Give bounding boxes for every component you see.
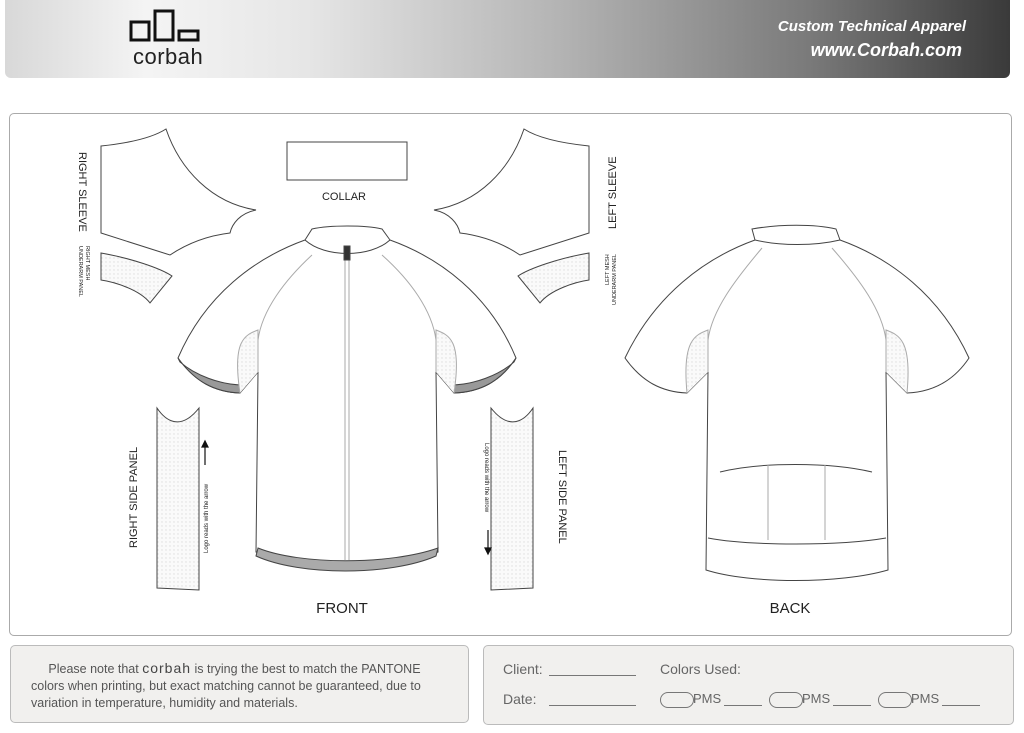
logo-arrow-note-left: Logo reads with the arrow	[483, 443, 489, 513]
color-swatch-2[interactable]	[769, 692, 803, 708]
left-mesh-panel	[517, 252, 590, 304]
color-swatch-1[interactable]	[660, 692, 694, 708]
client-label: Client:	[503, 661, 543, 677]
collar-label: COLLAR	[322, 191, 366, 203]
back-label: BACK	[770, 600, 811, 617]
tagline: Custom Technical Apparel	[777, 18, 966, 35]
front-jersey	[177, 225, 517, 572]
right-mesh-label-2: UNDERARM PANEL	[77, 246, 83, 297]
right-mesh-panel	[100, 252, 173, 304]
left-mesh-label: LEFT MESH	[605, 254, 611, 285]
right-side-panel-label: RIGHT SIDE PANEL	[128, 447, 140, 548]
collar-pattern	[286, 141, 408, 181]
right-side-panel	[156, 406, 200, 591]
header-banner: corbah Custom Technical Apparel www.Corb…	[5, 0, 1010, 78]
logo-arrow-note-right: Logo reads with the arrow	[204, 483, 210, 553]
note-prefix: Please note that	[48, 662, 139, 676]
pms-field-1[interactable]	[724, 705, 762, 706]
left-sleeve-label: LEFT SLEEVE	[607, 156, 619, 229]
order-form: Client: Date: Colors Used: PMS PMS PMS	[483, 645, 1014, 725]
template-panel	[9, 113, 1012, 636]
pantone-disclaimer: Please note that corbah is trying the be…	[10, 645, 469, 723]
date-label: Date:	[503, 691, 537, 707]
website: www.Corbah.com	[810, 40, 962, 60]
pms-field-2[interactable]	[833, 705, 871, 706]
note-brand: corbah	[142, 660, 192, 676]
note-text: is trying the best to match the PANTONE …	[31, 662, 421, 710]
client-field[interactable]	[549, 675, 636, 676]
right-sleeve-label: RIGHT SLEEVE	[76, 152, 88, 232]
pms-label-1: PMS	[693, 691, 722, 706]
right-sleeve-pattern	[100, 128, 257, 256]
left-mesh-label-2: UNDERARM PANEL	[612, 254, 618, 305]
pms-field-3[interactable]	[942, 705, 980, 706]
corbah-logo-icon	[129, 9, 200, 42]
left-side-panel-label: LEFT SIDE PANEL	[556, 450, 568, 544]
left-side-panel	[490, 406, 534, 591]
front-label: FRONT	[316, 600, 368, 617]
left-sleeve-pattern	[433, 128, 590, 256]
pms-label-3: PMS	[911, 691, 940, 706]
colors-used-label: Colors Used:	[660, 661, 741, 677]
color-swatch-3[interactable]	[878, 692, 912, 708]
back-jersey	[624, 224, 970, 581]
date-field[interactable]	[549, 705, 636, 706]
right-mesh-label: RIGHT MESH	[84, 246, 90, 280]
logo-wordmark: corbah	[133, 44, 204, 69]
pms-label-2: PMS	[802, 691, 831, 706]
